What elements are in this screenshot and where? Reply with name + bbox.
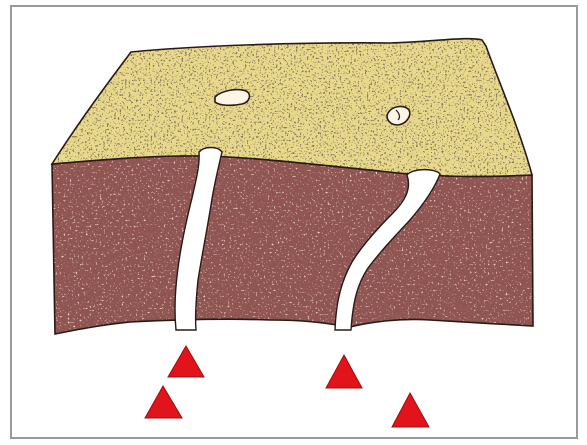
diagram-frame — [0, 0, 587, 445]
soil-cross-section-diagram — [0, 0, 587, 445]
